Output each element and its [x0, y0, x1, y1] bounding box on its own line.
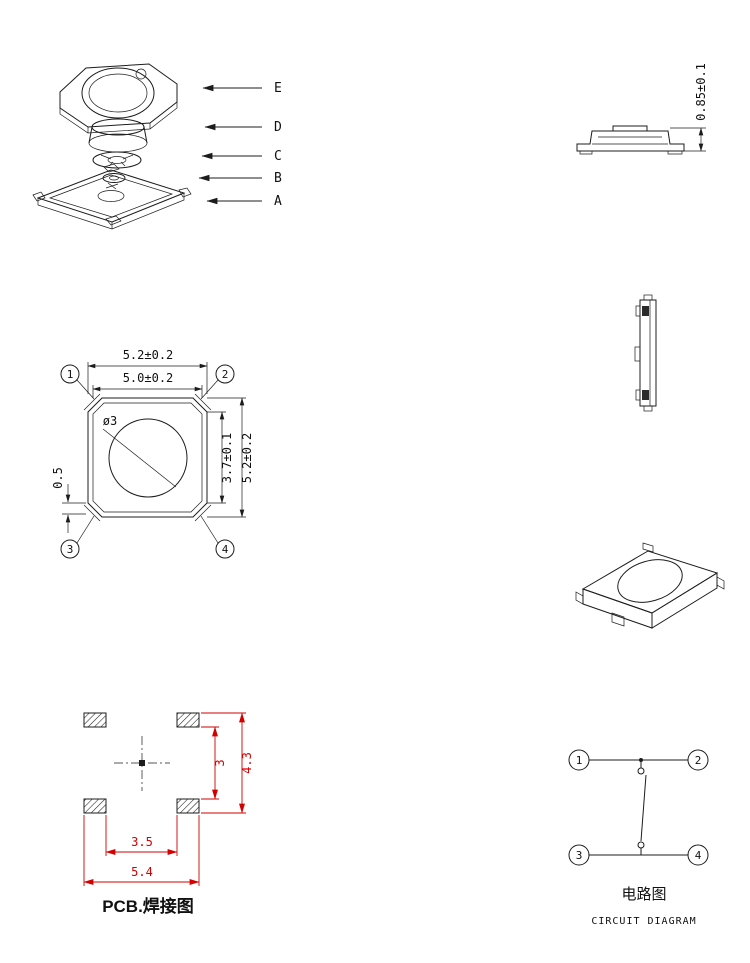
top-view: ø3 5.2±0.2 5.0±0.2 3.7±0.1 5.2±0.2 — [51, 348, 254, 559]
side-profile-view — [634, 294, 657, 412]
circuit-diagram: 1 2 3 4 电路图 CIRCUIT DIAGRAM — [568, 749, 709, 927]
inner-height-dimension: 3.7±0.1 — [207, 411, 234, 504]
pin-number-2: 2 — [222, 368, 229, 381]
side-height-dim-text: 0.85±0.1 — [694, 63, 708, 121]
pcb-inner-horizontal-text: 3.5 — [131, 835, 153, 849]
pcb-outer-vertical-text: 4.3 — [240, 752, 254, 774]
side-view: 0.85±0.1 — [576, 63, 708, 155]
pcb-inner-horizontal-dimension: 3.5 — [105, 815, 178, 856]
pin-callout-3: 3 — [60, 515, 95, 559]
center-crosshair — [114, 736, 170, 791]
pcb-outer-horizontal-text: 5.4 — [131, 865, 153, 879]
stem-part-drawing — [88, 118, 148, 153]
part-label-d: D — [204, 120, 282, 135]
pad-bottom-right — [176, 798, 200, 814]
circuit-pin-number-4: 4 — [695, 849, 702, 862]
inner-height-text: 3.7±0.1 — [220, 433, 234, 484]
side-view-height-dimension: 0.85±0.1 — [670, 63, 708, 152]
part-label-c: C — [201, 149, 282, 164]
circuit-pin-1: 1 — [568, 749, 590, 771]
pin-callout-2: 2 — [200, 364, 235, 400]
base-part-drawing — [32, 163, 192, 230]
inner-width-dimension: 5.0±0.2 — [92, 371, 203, 398]
outer-height-dimension: 5.2±0.2 — [207, 397, 254, 518]
circuit-pin-3: 3 — [568, 844, 590, 866]
part-label-text-c: C — [274, 149, 282, 164]
pin-number-4: 4 — [222, 543, 229, 556]
pcb-outer-horizontal-dimension: 5.4 — [83, 815, 200, 886]
circuit-diagram-title: 电路图 — [621, 886, 666, 903]
button-diameter-text: ø3 — [103, 414, 117, 428]
part-label-text-a: A — [274, 194, 282, 209]
pad-bottom-left — [83, 798, 107, 814]
pad-top-right — [176, 712, 200, 728]
pad-top-left — [83, 712, 107, 728]
pad-width-text: 0.5 — [51, 467, 65, 489]
pin-number-1: 1 — [67, 368, 74, 381]
outer-width-text: 5.2±0.2 — [123, 348, 174, 362]
pad-width-dimension: 0.5 — [51, 467, 86, 533]
part-label-b: B — [198, 171, 282, 186]
circuit-pin-number-3: 3 — [576, 849, 583, 862]
part-label-text-b: B — [274, 171, 282, 186]
button-circle — [108, 418, 188, 498]
switch-contact-top — [637, 767, 645, 775]
pcb-outer-vertical-dimension: 4.3 — [201, 712, 254, 814]
switch-body-outline — [87, 397, 208, 518]
pcb-inner-vertical-dimension: 3 — [201, 726, 227, 800]
part-label-e: E — [202, 81, 282, 96]
exploded-view: E D C B A — [32, 63, 282, 230]
inner-width-text: 5.0±0.2 — [123, 371, 174, 385]
switch-contact-bottom — [637, 841, 645, 849]
circuit-pin-2: 2 — [687, 749, 709, 771]
circuit-diagram-subtitle: CIRCUIT DIAGRAM — [591, 916, 696, 927]
dome-part-drawing — [92, 151, 142, 169]
outer-width-dimension: 5.2±0.2 — [87, 348, 208, 394]
cap-part-drawing — [59, 63, 178, 134]
circuit-pin-number-2: 2 — [695, 754, 702, 767]
part-label-text-d: D — [274, 120, 282, 135]
pin-callout-4: 4 — [200, 515, 235, 559]
pcb-inner-vertical-text: 3 — [213, 759, 227, 766]
pin-number-3: 3 — [67, 543, 74, 556]
pcb-layout: 3 4.3 3.5 5.4 PCB.焊接图 — [83, 712, 254, 916]
circuit-pin-number-1: 1 — [576, 754, 583, 767]
pcb-layout-title: PCB.焊接图 — [102, 896, 194, 916]
part-label-text-e: E — [274, 81, 282, 96]
circuit-pin-4: 4 — [687, 844, 709, 866]
pin-callout-1: 1 — [60, 364, 95, 400]
isometric-view — [575, 542, 725, 629]
outer-height-text: 5.2±0.2 — [240, 433, 254, 484]
part-label-a: A — [206, 194, 282, 209]
